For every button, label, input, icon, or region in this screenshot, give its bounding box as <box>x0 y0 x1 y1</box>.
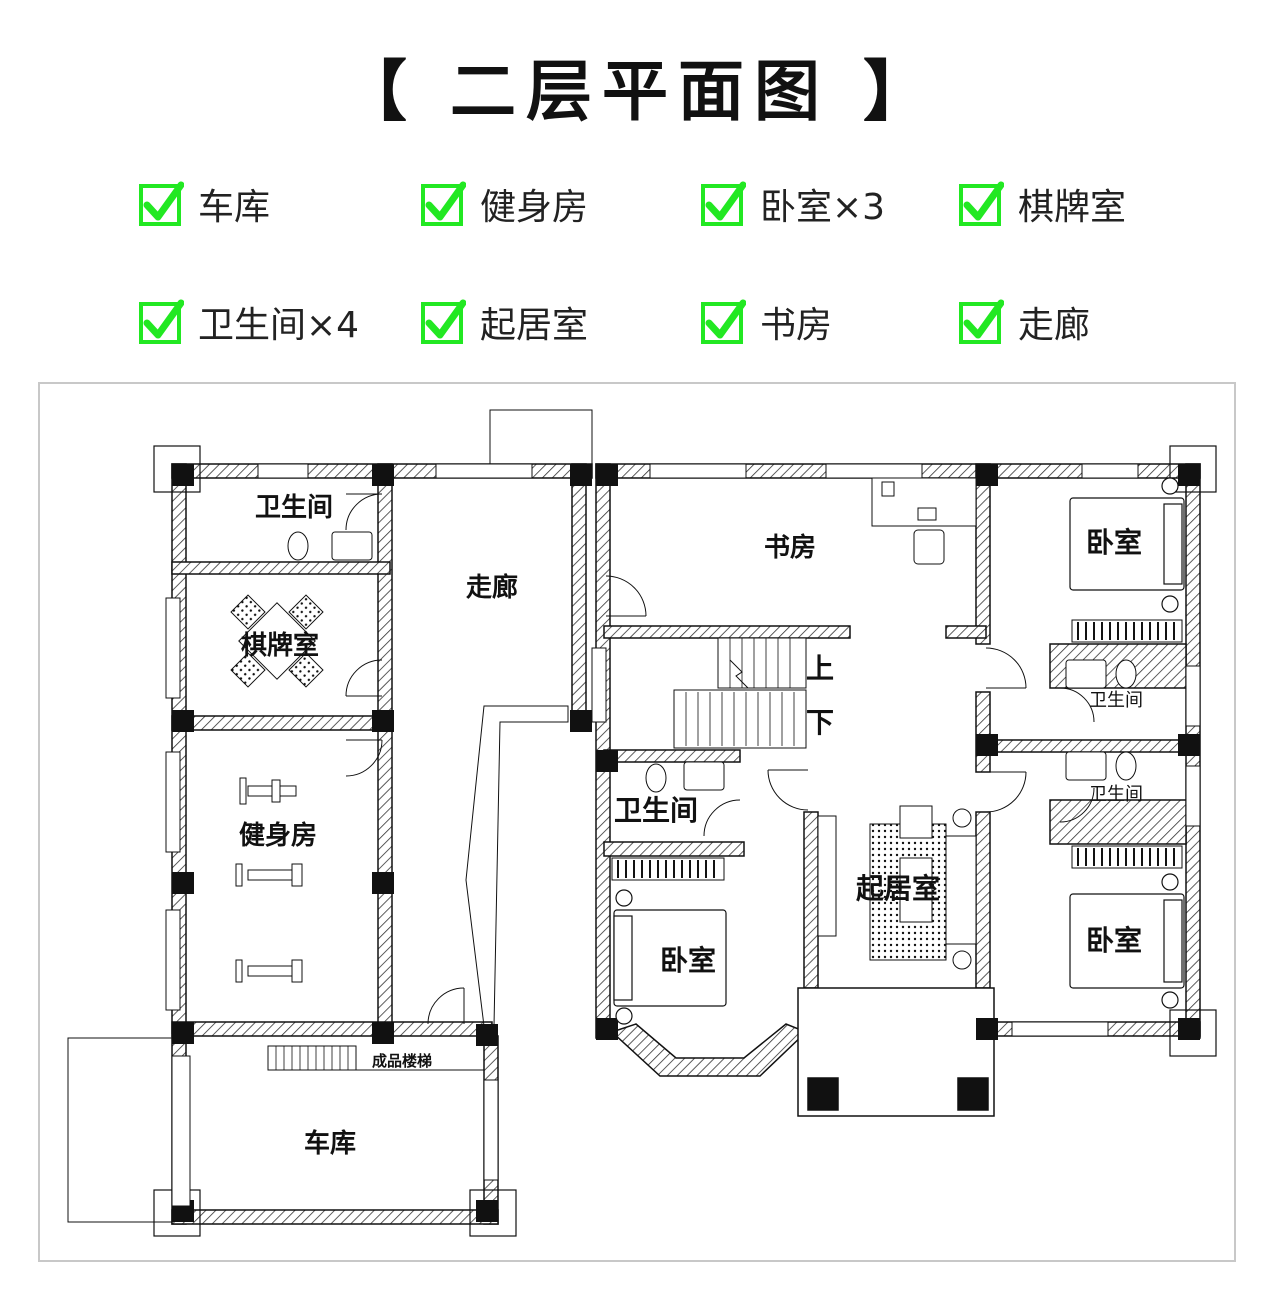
room-label-living: 起居室 <box>856 872 940 905</box>
sanitary-fixtures <box>287 531 1137 793</box>
checkbox-checked-icon <box>139 181 184 226</box>
feature-label: 书房 <box>760 305 833 346</box>
toilet-icon <box>1115 659 1137 689</box>
checkbox-checked-icon <box>959 181 1004 226</box>
checkbox-checked-icon <box>139 299 184 344</box>
chess-table-icon <box>230 594 324 688</box>
weight-machine-icon <box>247 965 297 977</box>
feature-bathrooms: 卫生间×4 <box>138 296 359 348</box>
floor-plan-frame <box>38 382 1236 1262</box>
wall-chess-gym <box>171 715 391 731</box>
living-furniture <box>817 805 977 970</box>
checkbox-checked-icon <box>701 181 746 226</box>
windows <box>165 463 1201 1207</box>
sofa-icon <box>945 835 977 945</box>
bed-top-right <box>1069 497 1185 591</box>
feature-label: 车库 <box>198 187 271 228</box>
wall-corridor-right <box>571 463 587 729</box>
stairs <box>267 637 807 1071</box>
feature-gym: 健身房 <box>420 178 588 230</box>
wall-study-bottom-a <box>603 625 851 639</box>
sink-icon <box>683 761 725 791</box>
doors <box>345 493 1095 1025</box>
wall-left-inner <box>377 463 393 1035</box>
wall-study-right <box>975 463 991 645</box>
feature-study: 书房 <box>700 296 832 348</box>
checkbox-checked-icon <box>421 299 466 344</box>
room-label-prefab-stairs: 成品楼梯 <box>372 1052 432 1070</box>
feature-chess-room: 棋牌室 <box>958 178 1126 230</box>
tv-cabinet <box>817 815 837 937</box>
feature-living-room: 起居室 <box>420 296 588 348</box>
wall-center-bath-bottom <box>603 841 745 857</box>
wall-garage-bottom <box>171 1209 499 1225</box>
wall-bath-chess <box>171 561 391 575</box>
room-label-chess: 棋牌室 <box>241 630 319 661</box>
room-label-bedroom: 卧室 <box>1086 526 1142 559</box>
wall-center-bath-top <box>603 749 741 763</box>
sink-icon <box>1065 751 1107 781</box>
feature-garage: 车库 <box>138 178 270 230</box>
walls <box>171 463 1201 1225</box>
beds <box>613 477 1185 1025</box>
treadmill-icon <box>247 869 297 881</box>
room-label-bath: 卫生间 <box>255 493 333 523</box>
stairs-up-label: 上 <box>806 652 834 685</box>
room-label-bedroom: 卧室 <box>660 944 716 977</box>
feature-bedrooms: 卧室×3 <box>700 178 885 230</box>
wall-gym-garage <box>171 1021 493 1037</box>
sink-icon <box>1065 659 1107 689</box>
columns <box>172 464 1200 1222</box>
bay-window-wall <box>610 1023 808 1077</box>
checkbox-checked-icon <box>421 181 466 226</box>
porch-column-right <box>957 1077 989 1111</box>
toilet-icon <box>287 531 309 561</box>
sink-icon <box>331 531 373 561</box>
feature-corridor: 走廊 <box>958 296 1090 348</box>
bed-bottom-right <box>1069 893 1185 989</box>
room-label-bath: 卫生间 <box>614 794 698 827</box>
toilet-icon <box>1115 751 1137 781</box>
toilet-icon <box>645 763 667 793</box>
room-label-study: 书房 <box>764 533 816 563</box>
feature-label: 起居室 <box>480 305 589 346</box>
checkbox-checked-icon <box>701 299 746 344</box>
study-furniture <box>871 477 977 565</box>
room-label-gym: 健身房 <box>239 820 317 851</box>
feature-label: 健身房 <box>480 187 589 228</box>
office-chair-icon <box>913 529 945 565</box>
room-labels: 卫生间 棋牌室 健身房 走廊 书房 卧室 卫生间 卫生间 卧室 卫生间 卧室 起… <box>239 493 1143 1159</box>
stairs-down-label: 下 <box>806 706 834 739</box>
wall-living-left <box>803 811 819 989</box>
room-label-bath: 卫生间 <box>1089 784 1143 805</box>
feature-label: 卫生间×4 <box>198 305 360 346</box>
page-title: 【 二层平面图 】 <box>341 53 939 130</box>
room-label-bedroom: 卧室 <box>1086 924 1142 957</box>
gym-equipment <box>235 777 303 983</box>
feature-label: 卧室×3 <box>760 187 886 228</box>
feature-label: 棋牌室 <box>1018 187 1127 228</box>
wall-mid-right <box>975 691 991 773</box>
room-label-corridor: 走廊 <box>466 572 518 603</box>
room-label-bath: 卫生间 <box>1089 690 1143 711</box>
outline-lines <box>67 409 593 1223</box>
wall-bath-right-lower <box>1049 799 1187 845</box>
room-label-garage: 车库 <box>304 1128 356 1159</box>
wall-living-right <box>975 811 991 989</box>
feature-label: 走廊 <box>1018 305 1091 346</box>
wall-bath-divider <box>989 739 1187 753</box>
checkbox-checked-icon <box>959 299 1004 344</box>
wall-study-bottom-b <box>945 625 987 639</box>
wardrobes <box>611 619 1183 881</box>
porch-column-left <box>807 1077 839 1111</box>
